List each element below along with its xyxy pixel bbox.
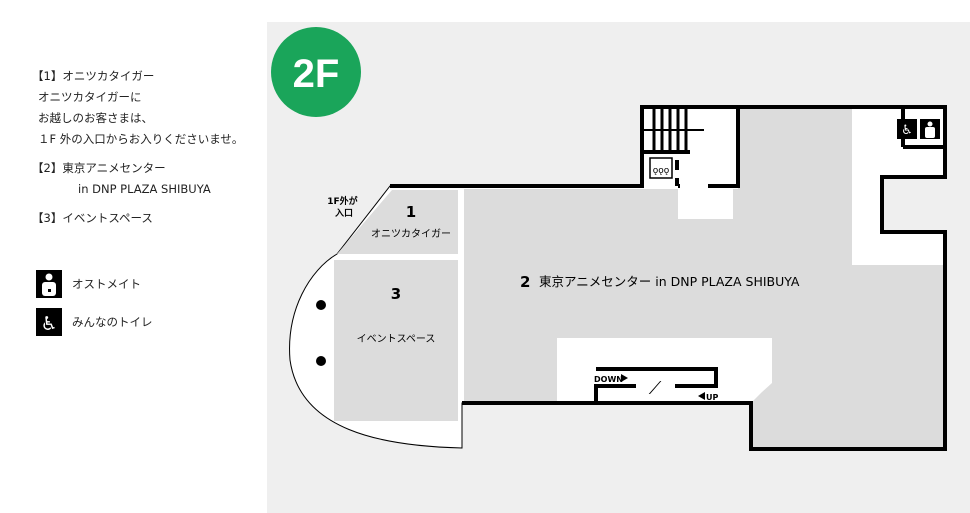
escalator <box>594 367 718 401</box>
walls <box>390 105 947 451</box>
elevator-icon: ǫǫǫ <box>649 157 673 179</box>
area-1-name: オニツカタイガー <box>371 228 451 240</box>
area-3-name: イベントスペース <box>357 333 436 345</box>
pillar <box>316 356 326 366</box>
area-2-number: 2 <box>520 273 530 291</box>
stairs <box>644 109 704 150</box>
legend-item-2-subtitle: in DNP PLAZA SHIBUYA <box>78 182 211 196</box>
legend-item-1-note: お越しのお客さまは、 <box>38 111 153 125</box>
escalator-icon: ⟋ <box>649 378 662 399</box>
entrance-label: 1F外が 入口 <box>327 195 361 219</box>
svg-text:ǫǫǫ: ǫǫǫ <box>653 166 670 176</box>
area-3-number: 3 <box>391 285 401 303</box>
area-1 <box>337 190 458 254</box>
legend-item-1-note: １F 外の入口からお入りくださいませ。 <box>38 132 244 146</box>
legend-item-1-note: オニツカタイガーに <box>38 90 142 104</box>
wheelchair-icon <box>897 119 917 139</box>
svg-text:♿: ♿ <box>40 313 57 335</box>
arrow-right-icon <box>621 374 628 382</box>
legend-item-1-title: 【1】オニツカタイガー <box>32 69 155 83</box>
legend-item-3-title: 【3】イベントスペース <box>32 211 153 225</box>
area-1-number: 1 <box>406 203 416 221</box>
legend-accessible-toilet: ♿ みんなのトイレ <box>36 308 153 336</box>
area-2-name: 東京アニメセンター in DNP PLAZA SHIBUYA <box>539 274 800 289</box>
legend: 【1】オニツカタイガー オニツカタイガーに お越しのお客さまは、 １F 外の入口… <box>32 66 243 229</box>
area-2 <box>464 109 943 447</box>
floor-badge-label: 2F <box>293 52 340 96</box>
svg-text:♿: ♿ <box>901 123 913 138</box>
ostomate-label: オストメイト <box>72 277 141 291</box>
legend-item-2-title: 【2】東京アニメセンター <box>32 161 166 175</box>
escalator-up-label: UP <box>706 393 718 402</box>
wheelchair-icon: ♿ <box>36 308 62 336</box>
legend-ostomate: オストメイト <box>36 270 141 298</box>
floor-badge <box>271 27 361 117</box>
restroom-icons: ♿ <box>897 119 940 139</box>
ostomate-icon <box>36 270 62 298</box>
accessible-toilet-label: みんなのトイレ <box>72 315 153 329</box>
area-3 <box>334 260 458 421</box>
escalator-down-label: DOWN <box>594 375 623 384</box>
pillar <box>316 300 326 310</box>
arrow-left-icon <box>698 392 705 400</box>
